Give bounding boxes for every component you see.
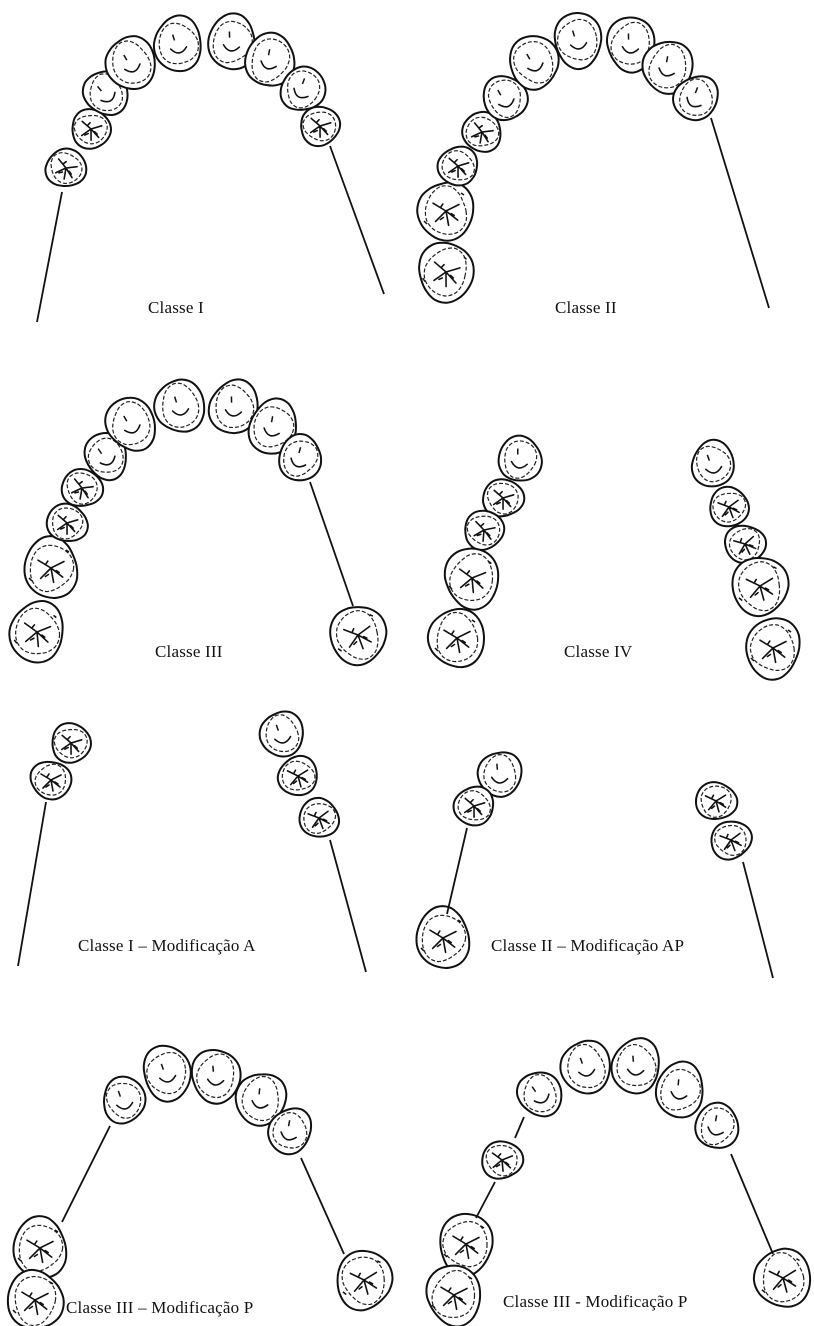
dental-arch-diagram (0, 360, 407, 690)
tooth (140, 1041, 195, 1105)
panel-caption: Classe III – Modificação P (66, 1298, 253, 1318)
edentulous-ridge-line (301, 1158, 344, 1254)
tooth (694, 780, 738, 820)
edentulous-ridge-line (476, 1182, 495, 1218)
tooth (13, 1216, 66, 1278)
edentulous-ridge-line (743, 862, 773, 978)
tooth (335, 1248, 395, 1312)
tooth (100, 1073, 150, 1126)
edentulous-ridge-line (711, 118, 769, 308)
tooth (556, 1037, 614, 1097)
tooth (296, 795, 341, 840)
panel-classe-ii-mod-ap: Classe II – Modificação AP (407, 690, 814, 1010)
tooth (7, 598, 65, 664)
tooth (435, 143, 480, 188)
tooth (746, 618, 799, 679)
tooth (688, 437, 738, 490)
edentulous-ridge-line (310, 482, 353, 606)
tooth (41, 143, 92, 193)
dental-arch-diagram (407, 360, 814, 690)
tooth (426, 1266, 480, 1326)
tooth (326, 602, 391, 669)
panel-classe-iii-mod-p-1: Classe III – Modificação P (0, 1010, 407, 1326)
tooth (495, 433, 545, 485)
edentulous-ridge-line (18, 802, 46, 966)
panel-classe-ii: Classe II (407, 0, 814, 330)
tooth (417, 182, 473, 240)
tooth (24, 536, 77, 598)
edentulous-ridge-line (330, 146, 384, 294)
panel-caption: Classe I (148, 298, 204, 318)
panel-caption: Classe III - Modificação P (503, 1292, 688, 1312)
tooth (609, 1036, 661, 1096)
dental-arch-diagram (407, 1010, 814, 1326)
tooth (751, 1247, 812, 1310)
edentulous-ridge-line (447, 828, 467, 914)
tooth (31, 762, 72, 800)
tooth (298, 104, 343, 149)
tooth (428, 609, 484, 667)
panel-classe-i-mod-a: Classe I – Modificação A (0, 690, 407, 1010)
tooth (730, 555, 791, 618)
tooth (708, 818, 755, 862)
tooth (256, 709, 307, 761)
dental-arch-diagram (0, 0, 407, 330)
tooth (49, 720, 94, 766)
tooth (414, 239, 479, 307)
tooth (481, 1140, 525, 1181)
dental-arch-diagram (0, 690, 407, 1010)
edentulous-ridge-line (330, 840, 366, 972)
edentulous-ridge-line (515, 1117, 524, 1138)
tooth (707, 484, 752, 530)
edentulous-ridge-line (62, 1126, 110, 1222)
tooth (442, 546, 501, 611)
dental-arch-diagram (0, 1010, 407, 1326)
edentulous-ridge-line (731, 1154, 773, 1254)
tooth (8, 1270, 64, 1326)
panel-classe-iv: Classe IV (407, 360, 814, 690)
dental-arch-diagram (407, 0, 814, 330)
panel-caption: Classe I – Modificação A (78, 936, 256, 956)
tooth (189, 1048, 242, 1105)
edentulous-ridge-line (37, 192, 62, 322)
panel-caption: Classe II – Modificação AP (491, 936, 684, 956)
dental-arch-diagram (407, 690, 814, 1010)
panel-caption: Classe III (155, 642, 223, 662)
panel-classe-iii-mod-p-2: Classe III - Modificação P (407, 1010, 814, 1326)
tooth (151, 377, 208, 436)
tooth (552, 10, 606, 72)
tooth (276, 755, 318, 797)
panel-classe-iii: Classe III (0, 360, 407, 690)
panel-caption: Classe II (555, 298, 617, 318)
tooth (416, 906, 469, 968)
tooth (150, 13, 204, 75)
panel-caption: Classe IV (564, 642, 632, 662)
panel-classe-i: Classe I (0, 0, 407, 330)
